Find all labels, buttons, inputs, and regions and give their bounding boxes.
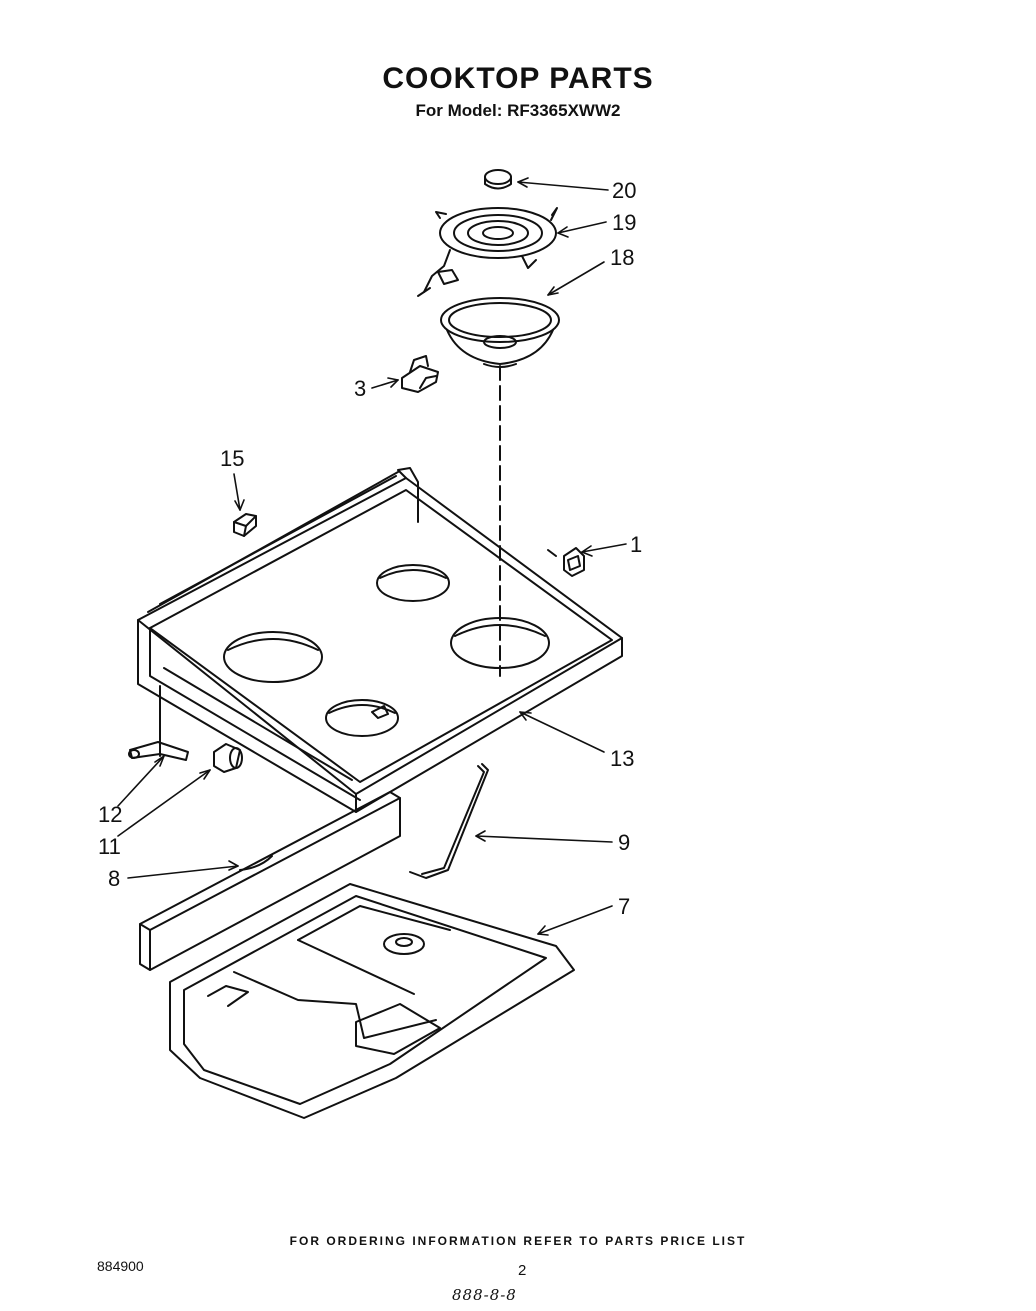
callout-1: 1: [630, 532, 642, 557]
callout-8: 8: [108, 866, 120, 891]
page-title: COOKTOP PARTS: [382, 62, 654, 95]
callout-labels: 20 19 18 3 15 1 13 12 11 9 8 7: [98, 178, 642, 919]
part-11-bushing: [213, 743, 243, 773]
callout-19: 19: [612, 210, 636, 235]
part-8-rear-panel: [139, 791, 401, 971]
part-13-cooktop: [137, 467, 623, 813]
callout-20: 20: [612, 178, 636, 203]
leader-lines: [117, 177, 627, 936]
callout-12: 12: [98, 802, 122, 827]
part-18-drip-bowl: [440, 297, 560, 368]
part-19-surface-element: [417, 207, 558, 297]
ordering-info-note: FOR ORDERING INFORMATION REFER TO PARTS …: [289, 1234, 747, 1248]
page-number: 2: [518, 1262, 527, 1279]
callout-18: 18: [610, 245, 634, 270]
part-12-bracket: [128, 741, 189, 761]
part-1-switch: [547, 547, 585, 577]
model-subtitle: For Model: RF3365XWW2: [415, 101, 621, 120]
part-3-terminal-block: [401, 355, 439, 393]
part-7-bottom-pan: [169, 883, 575, 1119]
callout-13: 13: [610, 746, 634, 771]
callout-7: 7: [618, 894, 630, 919]
handwritten-note: 888-8-8: [452, 1286, 517, 1304]
document-number: 884900: [97, 1258, 144, 1274]
callout-9: 9: [618, 830, 630, 855]
part-20-cap: [484, 169, 512, 190]
callout-3: 3: [354, 376, 366, 401]
callout-15: 15: [220, 446, 244, 471]
part-9-rod: [409, 763, 489, 879]
callout-11: 11: [98, 834, 121, 859]
part-15-clip: [233, 513, 257, 537]
